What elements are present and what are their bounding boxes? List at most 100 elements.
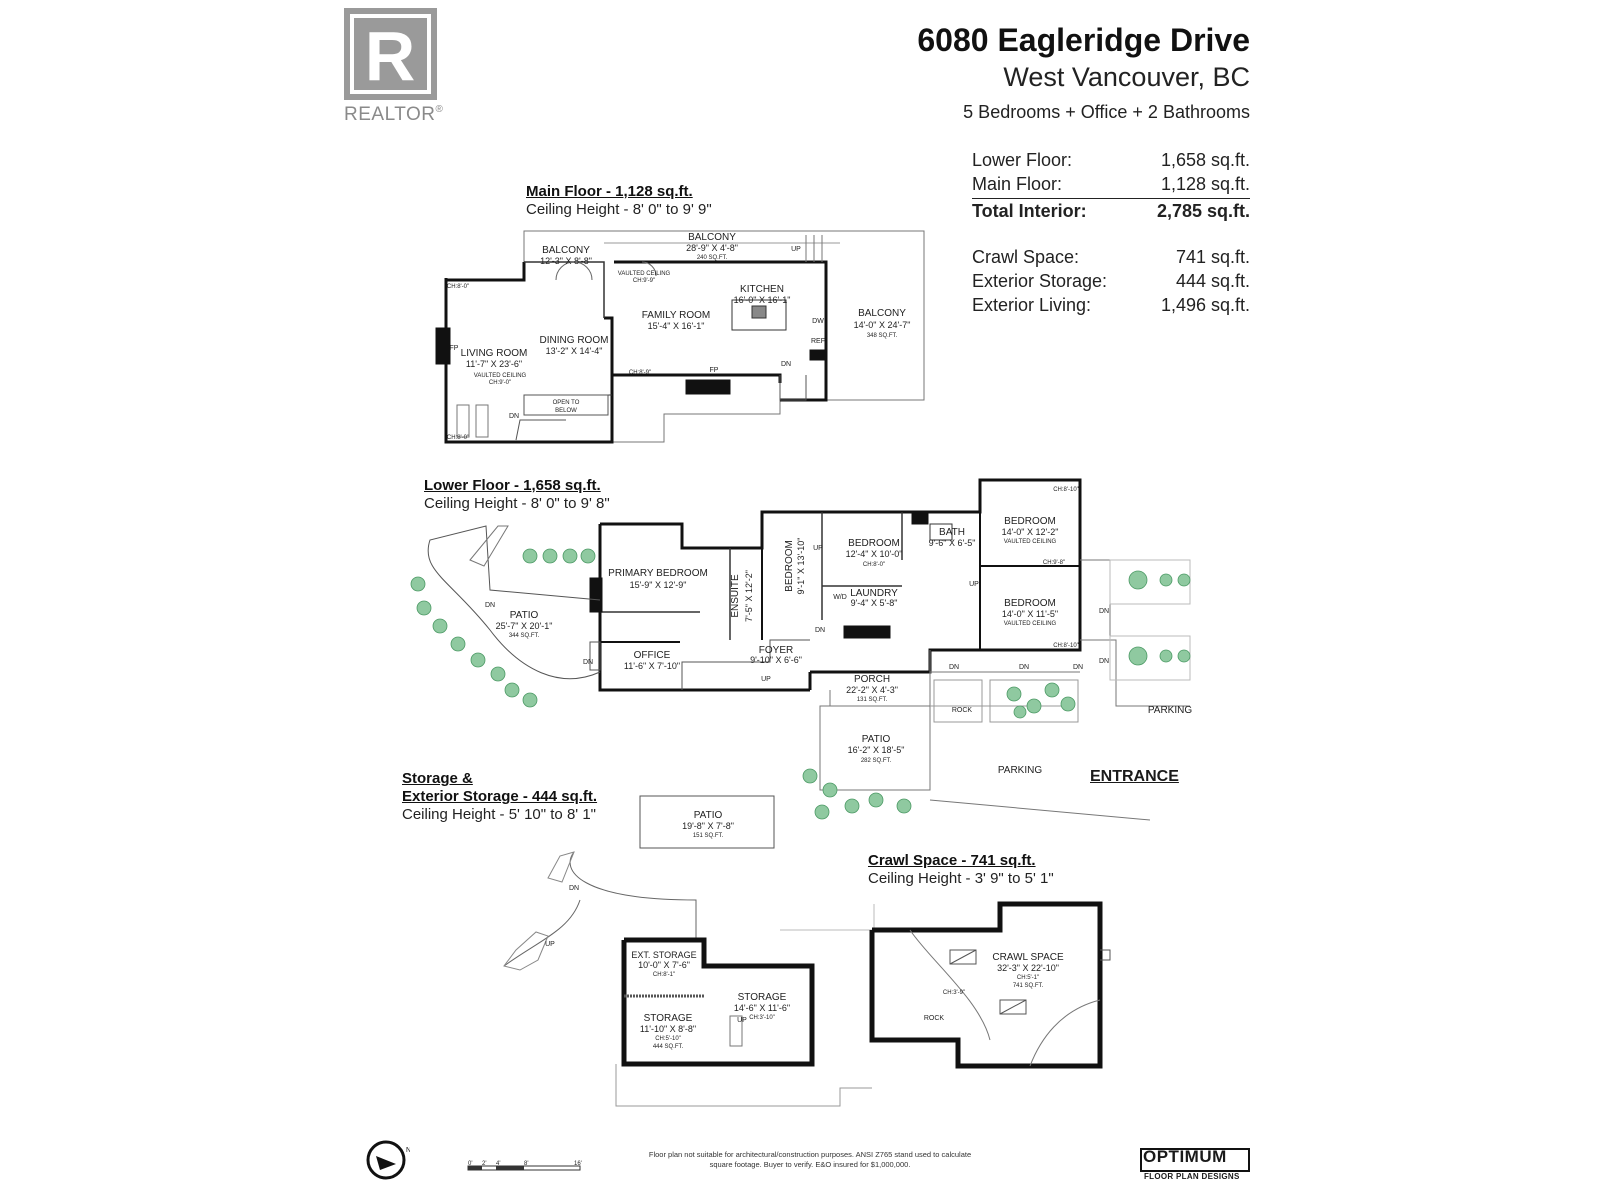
dining-dim: 13'-2" X 14'-4": [546, 346, 603, 356]
stat-row-crawl: Crawl Space:741 sq.ft.: [972, 247, 1250, 267]
dn-label-kitchen: DN: [781, 361, 791, 368]
laundry-dim: 9'-4" X 5'-8": [851, 598, 898, 608]
lower-floor-plan: [427, 478, 1191, 821]
porch-name: PORCH: [854, 674, 890, 685]
room-labels: BALCONY 12'-3" X 8'-8" BALCONY 28'-9" X …: [461, 232, 1064, 1050]
stat-row-ext-storage: Exterior Storage:444 sq.ft.: [972, 271, 1250, 291]
ch-label-main-3: CH:8'-9": [629, 370, 651, 376]
patio-st-dim: 19'-8" X 7'-8": [682, 821, 734, 831]
crawl-ch: CH:5'-1": [1017, 975, 1039, 981]
dn-label-main: DN: [509, 413, 519, 420]
up-label-storage-r: UP: [737, 1017, 747, 1024]
patio-s-dim: 16'-2" X 18'-5": [848, 745, 905, 755]
bedroom-v-name: BEDROOM: [784, 540, 795, 592]
balcony-left-name: BALCONY: [542, 245, 590, 256]
laundry-name: LAUNDRY: [850, 588, 898, 599]
bath-dim: 9'-6" X 6'-5": [929, 538, 976, 548]
address-title: 6080 Eagleridge Drive: [917, 22, 1250, 58]
city-subtitle: West Vancouver, BC: [1003, 62, 1250, 92]
lower-floor-title: Lower Floor - 1,658 sq.ft.: [424, 477, 601, 494]
optimum-logo-subtitle: FLOOR PLAN DESIGNS: [1144, 1172, 1240, 1181]
office-name: OFFICE: [634, 650, 671, 661]
main-floor-plan: [435, 230, 925, 444]
office-dim: 11'-6" X 7'-10": [624, 661, 680, 671]
lower-floor-ceiling: Ceiling Height - 8' 0" to 9' 8": [424, 495, 610, 512]
balcony-top-dim: 28'-9" X 4'-8": [686, 243, 738, 253]
ensuite-dim: 7'-5" X 12'-2": [744, 570, 754, 622]
ch-label-lower-3: CH:8'-10": [1053, 643, 1079, 649]
ch-label-main-1: CH:8'-0": [447, 284, 469, 290]
dn-label-storage: DN: [569, 885, 579, 892]
kitchen-dim: 16'-0" X 16'-1": [734, 295, 791, 305]
scale-tick-4: 4': [496, 1161, 500, 1167]
dining-name: DINING ROOM: [540, 335, 609, 346]
balcony-left-dim: 12'-3" X 8'-8": [540, 256, 592, 266]
foyer-name: FOYER: [759, 645, 793, 656]
bedroom-v-dim: 9'-1" X 13'-10": [796, 538, 806, 595]
parking-label-1: PARKING: [1148, 705, 1192, 716]
balcony-right-dim: 14'-0" X 24'-7": [854, 320, 911, 330]
balcony-top-area: 240 SQ.FT.: [697, 255, 728, 261]
dw-label: DW: [812, 318, 824, 325]
ext-storage-name: EXT. STORAGE: [631, 950, 696, 960]
bath-name: BATH: [939, 527, 965, 538]
patio-w-area: 344 SQ.FT.: [509, 633, 540, 639]
primary-dim: 15'-9" X 12'-9": [630, 580, 687, 590]
kitchen-name: KITCHEN: [740, 284, 784, 295]
up-label-bedroom-se: UP: [969, 581, 979, 588]
ch-label-main-2: CH:8'-0": [447, 435, 469, 441]
crawl-space-plan: [869, 901, 1111, 1069]
bedroom-ne-note: VAULTED CEILING: [1004, 539, 1057, 545]
main-floor-ceiling: Ceiling Height - 8' 0" to 9' 9": [526, 201, 712, 218]
balcony-top-name: BALCONY: [688, 232, 736, 243]
entrance-label: ENTRANCE: [1090, 768, 1179, 785]
storage-l-ch: CH:5'-10": [655, 1036, 681, 1042]
ref-label: REF: [811, 338, 825, 345]
scale-tick-16: 16': [574, 1161, 582, 1167]
storage-title-2: Exterior Storage - 444 sq.ft.: [402, 788, 598, 805]
up-label-storage: UP: [545, 941, 555, 948]
main-floor-title: Main Floor - 1,128 sq.ft.: [526, 183, 693, 200]
wd-label: W/D: [833, 594, 847, 601]
patio-s-name: PATIO: [862, 734, 891, 745]
storage-ceiling: Ceiling Height - 5' 10" to 8' 1": [402, 806, 596, 823]
living-note: VAULTED CEILING: [474, 373, 527, 379]
up-label-foyer: UP: [761, 676, 771, 683]
stat-row-ext-living: Exterior Living:1,496 sq.ft.: [972, 295, 1250, 315]
storage-r-ch: CH:3'-10": [749, 1015, 775, 1021]
optimum-logo-frame: [1140, 1148, 1250, 1172]
foyer-dim: 9'-10" X 6'-6": [750, 655, 802, 665]
compass-icon: N: [366, 1140, 411, 1180]
storage-r-dim: 14'-6" X 11'-6": [734, 1003, 790, 1013]
porch-dim: 22'-2" X 4'-3": [846, 685, 898, 695]
bedroom-ne-dim: 14'-0" X 12'-2": [1002, 527, 1059, 537]
dn-label-office: DN: [583, 659, 593, 666]
storage-l-name: STORAGE: [644, 1013, 693, 1024]
stat-row-main: Main Floor:1,128 sq.ft.: [972, 174, 1250, 199]
realtor-r-icon: R: [350, 14, 431, 95]
scale-tick-8: 8': [524, 1161, 528, 1167]
living-name: LIVING ROOM: [461, 348, 528, 359]
dn-label-porch-3: DN: [1073, 664, 1083, 671]
family-dim: 15'-4" X 16'-1": [648, 321, 705, 331]
ext-storage-dim: 10'-0" X 7'-6": [638, 960, 690, 970]
north-arrow-compass: N: [366, 1138, 411, 1182]
ch-label-lower-2: CH:9'-8": [1043, 560, 1065, 566]
bedroom-mid-dim: 12'-4" X 10'-0": [846, 549, 903, 559]
scale-bar: 0' 2' 4' 8' 16': [466, 1158, 586, 1176]
rock-label-lower: ROCK: [952, 707, 973, 714]
landscaping-shrubs: [410, 548, 1191, 820]
balcony-right-name: BALCONY: [858, 308, 906, 319]
ch-label-crawl: CH:3'-9": [943, 990, 965, 996]
parking-label-2: PARKING: [998, 765, 1042, 776]
scale-tick-2: 2': [482, 1161, 486, 1167]
dn-label-porch-1: DN: [949, 664, 959, 671]
open-below-2: BELOW: [555, 408, 577, 414]
living-dim: 11'-7" X 23'-6": [466, 359, 522, 369]
storage-r-name: STORAGE: [738, 992, 787, 1003]
storage-title-1: Storage &: [402, 770, 473, 787]
storage-l-area: 444 SQ.FT.: [653, 1044, 684, 1050]
dn-label-laundry: DN: [815, 627, 825, 634]
bedroom-mid-name: BEDROOM: [848, 538, 900, 549]
svg-text:R: R: [365, 17, 416, 95]
